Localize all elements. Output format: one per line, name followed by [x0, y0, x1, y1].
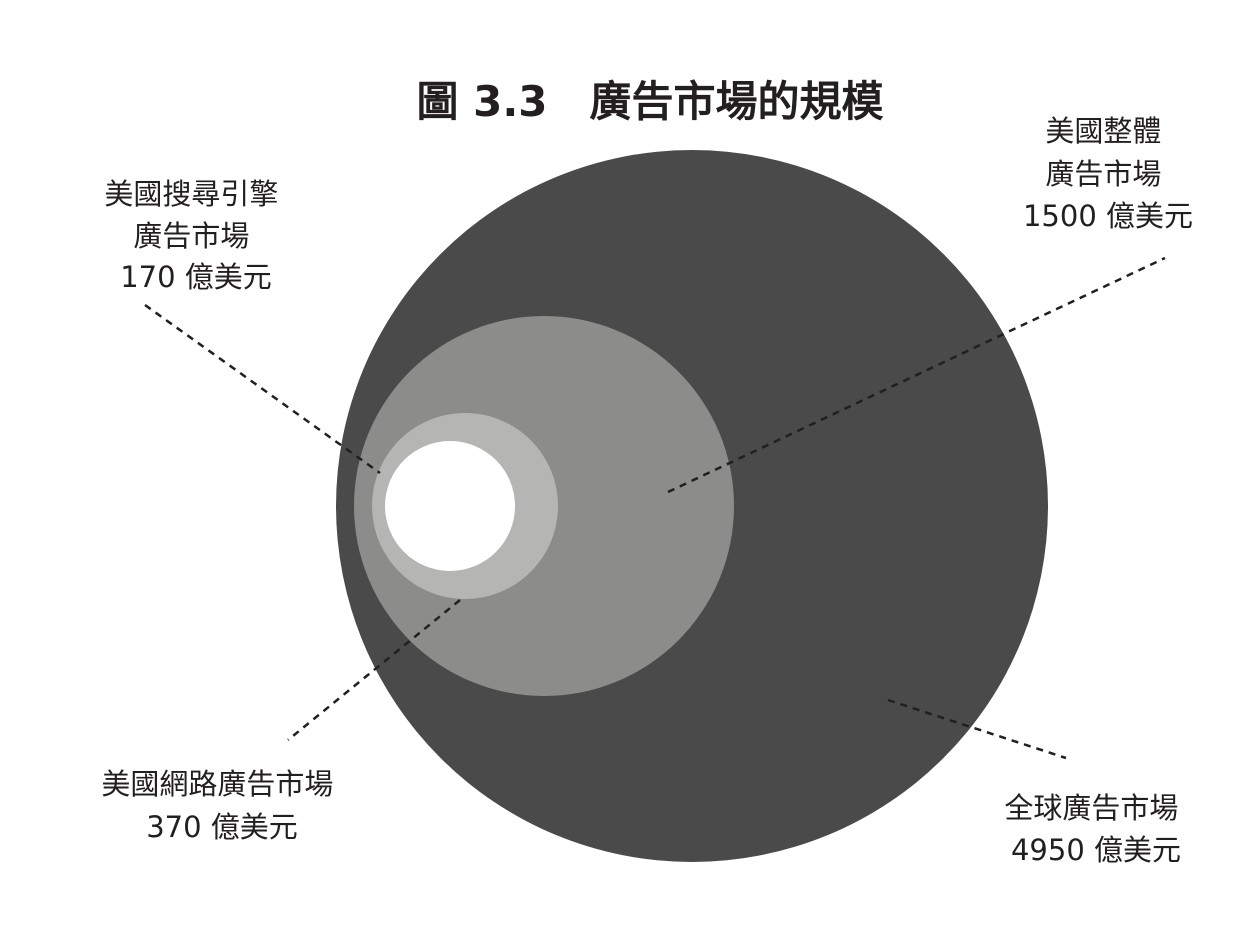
label-us-search-line-1: 美國搜尋引擎	[104, 177, 278, 211]
label-us-search-line-3: 170 億美元	[120, 260, 272, 294]
label-us-total-market: 美國整體 廣告市場 1500 億美元	[1023, 114, 1193, 233]
label-us-online-line-2: 370 億美元	[146, 810, 298, 844]
label-us-total-line-2: 廣告市場	[1045, 157, 1161, 191]
diagram-title: 圖 3.3 廣告市場的規模	[416, 77, 883, 126]
label-us-total-line-3: 1500 億美元	[1023, 199, 1193, 233]
leader-line-us-online	[287, 599, 461, 741]
circle-us-search-market	[385, 441, 515, 571]
label-us-online-line-1: 美國網路廣告市場	[101, 767, 333, 801]
label-global-line-2: 4950 億美元	[1011, 833, 1181, 867]
leader-line-us-total	[667, 256, 1166, 494]
label-us-total-line-1: 美國整體	[1045, 114, 1161, 148]
leader-line-us-search	[144, 303, 381, 475]
label-global-line-1: 全球廣告市場	[1004, 791, 1178, 825]
label-global-market: 全球廣告市場 4950 億美元	[1004, 791, 1187, 867]
leader-line-global	[887, 698, 1067, 760]
label-us-search-market: 美國搜尋引擎 廣告市場 170 億美元	[104, 177, 287, 294]
label-us-search-line-2: 廣告市場	[133, 219, 249, 253]
label-us-online-market: 美國網路廣告市場 370 億美元	[101, 767, 342, 844]
